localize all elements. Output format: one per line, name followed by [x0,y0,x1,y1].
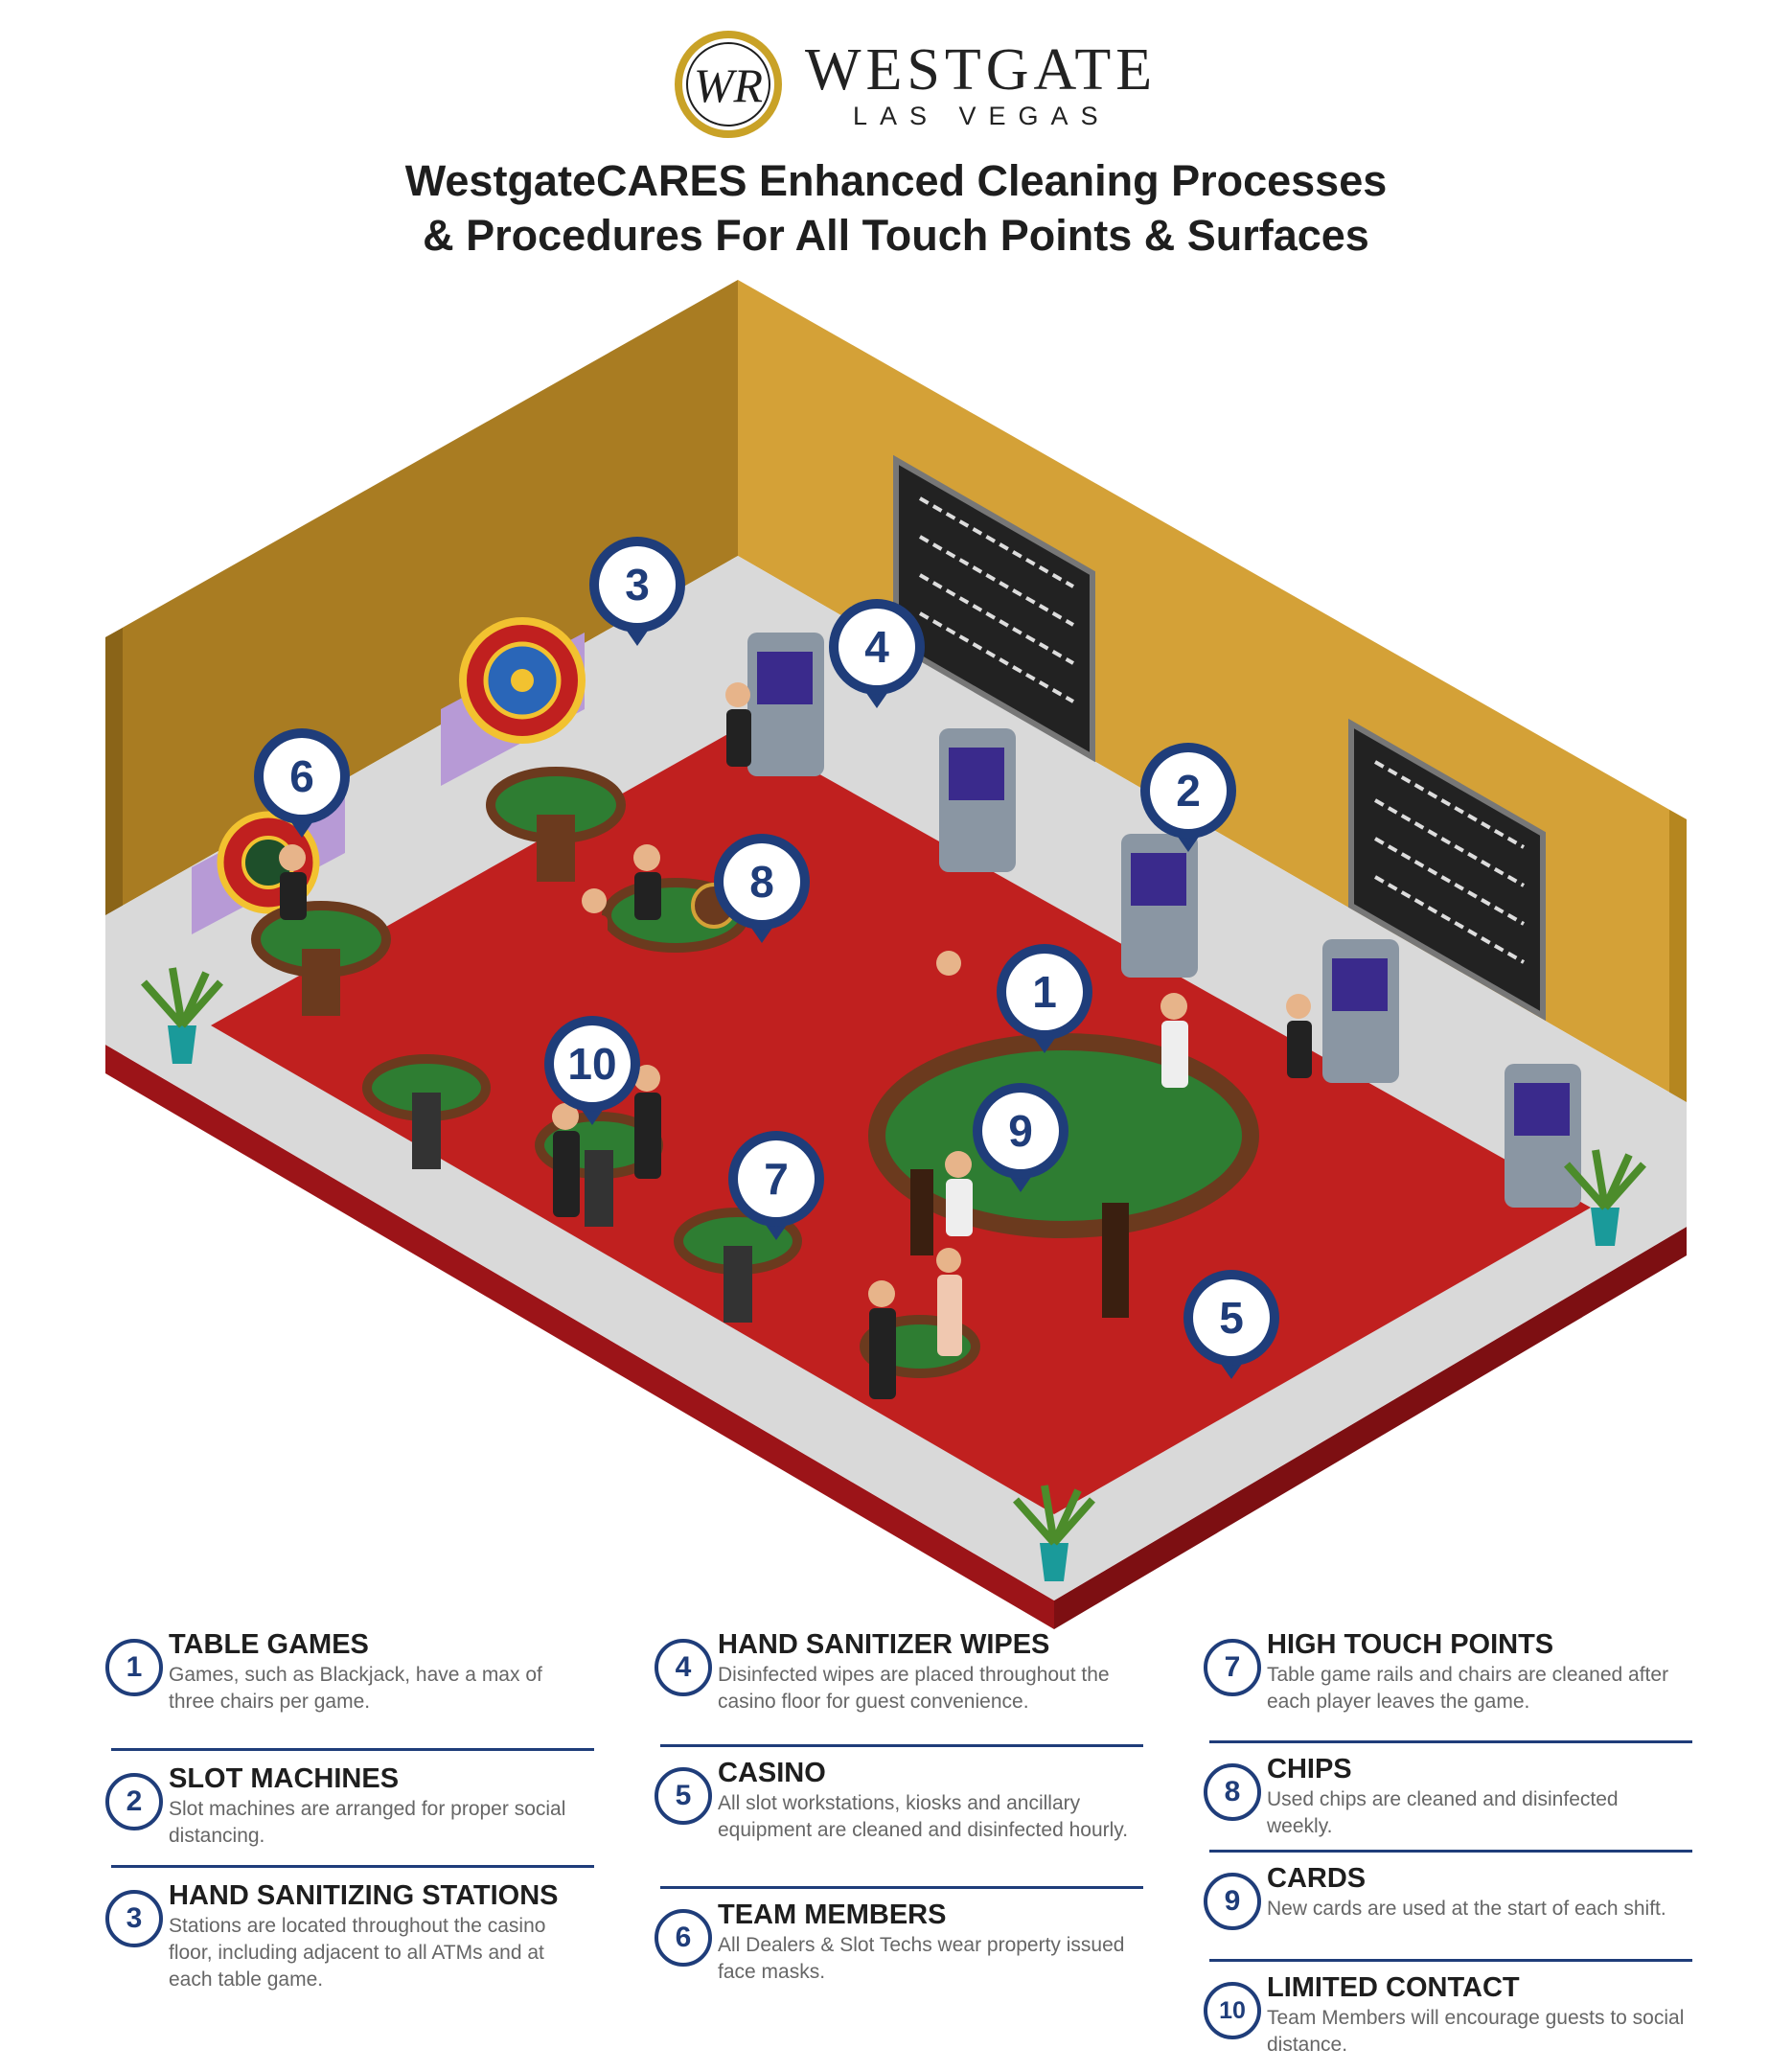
number-badge: 6 [655,1909,712,1967]
floor-edge [105,1045,1054,1629]
marker-pin-6: 6 [254,728,350,838]
page-title: WestgateCARES Enhanced Cleaning Processe… [0,153,1792,263]
marker-pin-9: 9 [973,1083,1068,1192]
marker-number: 1 [1032,967,1057,1017]
legend-title: CHIPS [1267,1754,1352,1784]
marker-number: 6 [289,751,314,801]
legend-description: All slot workstations, kiosks and ancill… [718,1792,1129,1841]
divider [1209,1850,1692,1853]
divider [1209,1740,1692,1743]
number-badge: 7 [1204,1639,1261,1696]
legend-description: Games, such as Blackjack, have a max of … [169,1664,542,1713]
marker-number: 8 [749,857,774,907]
legend-title: TEAM MEMBERS [718,1899,947,1930]
wheel-of-fortune-icon [441,617,586,786]
marker-pin-5: 5 [1183,1270,1279,1379]
divider [660,1744,1143,1747]
marker-pin-10: 10 [544,1016,640,1125]
divider [111,1865,594,1868]
number-badge: 9 [1204,1873,1261,1930]
plant-icon [141,967,1646,1581]
legend-description: New cards are used at the start of each … [1267,1898,1666,1920]
wr-emblem-icon: WR [675,31,782,138]
scoreboard-icon-2 [1348,718,1546,1022]
number-badge: 5 [655,1767,712,1825]
legend-title: HAND SANITIZING STATIONS [169,1880,559,1911]
marker-number: 3 [625,560,650,610]
number-badge: 10 [1204,1982,1261,2039]
marker-pin-4: 4 [829,599,925,708]
casino-floor-illustration: 1 2 3 4 5 6 7 8 9 10 [105,280,1687,1629]
person-icon [279,682,1312,1399]
number-badge: 1 [105,1639,163,1696]
brand-subtitle: LAS VEGAS [853,102,1111,130]
legend-title: LIMITED CONTACT [1267,1972,1520,2003]
title-line-1: WestgateCARES Enhanced Cleaning Processe… [404,156,1388,205]
title-line-2: & Procedures For All Touch Points & Surf… [423,211,1369,260]
number-badge: 8 [1204,1763,1261,1821]
legend-description: Slot machines are arranged for proper so… [169,1798,566,1847]
marker-pin-2: 2 [1140,743,1236,852]
marker-number: 5 [1219,1293,1244,1343]
marker-pin-8: 8 [714,834,810,943]
legend-title: CARDS [1267,1863,1367,1894]
logo-monogram: WR [694,58,763,112]
brand-name: WESTGATE [805,37,1158,103]
legend-title: CASINO [718,1758,826,1788]
slot-machine-icon [747,633,1581,1208]
marker-pin-1: 1 [997,944,1092,1053]
divider [111,1748,594,1751]
legend-title: SLOT MACHINES [169,1763,400,1794]
number-badge: 2 [105,1773,163,1830]
legend-description: All Dealers & Slot Techs wear property i… [718,1934,1125,1983]
legend-description: Used chips are cleaned and disinfected w… [1267,1788,1619,1837]
marker-number: 4 [864,622,889,672]
number-badge: 4 [655,1639,712,1696]
westgate-logo: WR WESTGATE LAS VEGAS [671,27,1152,142]
divider [660,1886,1143,1889]
legend-description: Team Members will encourage guests to so… [1267,2007,1685,2056]
marker-number: 10 [567,1039,616,1089]
legend-description: Stations are located throughout the casi… [169,1915,546,1991]
markers: 1 2 3 4 5 6 7 8 9 10 [254,537,1279,1379]
legend: 1 TABLE GAMES Games, such as Blackjack, h… [0,1629,1792,2072]
legend-title: HIGH TOUCH POINTS [1267,1629,1554,1660]
number-badge: 3 [105,1890,163,1947]
legend-title: HAND SANITIZER WIPES [718,1629,1050,1660]
marker-pin-3: 3 [589,537,685,646]
card-table-icon [251,767,980,1378]
scoreboard-icon [893,454,1095,763]
marker-pin-7: 7 [728,1131,824,1240]
legend-description: Disinfected wipes are placed throughout … [718,1664,1110,1713]
divider [1209,1959,1692,1962]
marker-number: 7 [764,1154,789,1204]
marker-number: 9 [1008,1106,1033,1156]
legend-description: Table game rails and chairs are cleaned … [1267,1664,1669,1713]
legend-title: TABLE GAMES [169,1629,369,1660]
marker-number: 2 [1176,766,1201,816]
